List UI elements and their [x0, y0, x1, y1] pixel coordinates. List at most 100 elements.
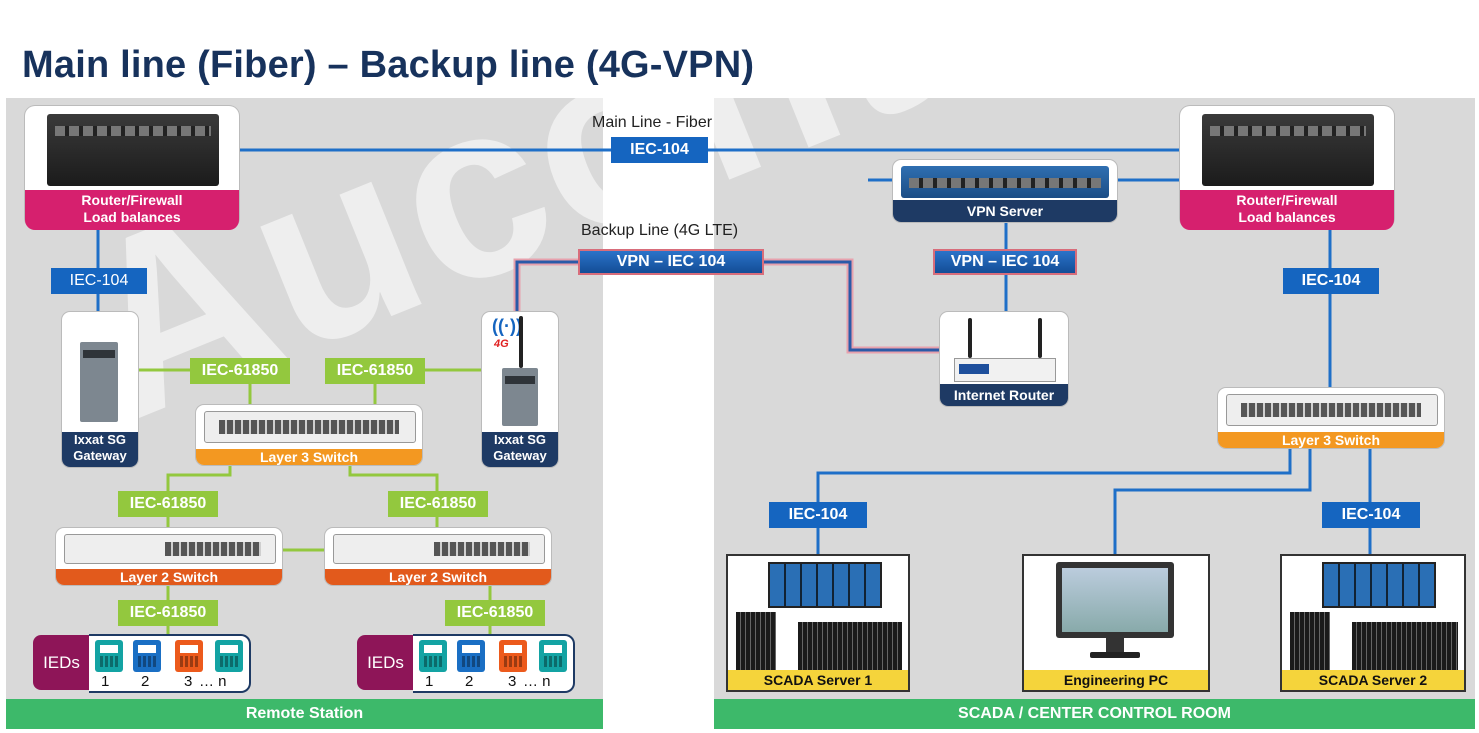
- l3-to-scada1: [816, 448, 1292, 556]
- gateway-left-label-line2: Gateway: [73, 448, 127, 463]
- remote-router-label-line2: Load balances: [83, 209, 181, 225]
- video-wall-icon: [1322, 562, 1436, 608]
- scada1-protocol-tag: IEC-104: [769, 502, 867, 528]
- backup-line: [515, 260, 940, 352]
- router-chassis-icon: [1202, 114, 1374, 186]
- center-router-label: Router/Firewall Load balances: [1180, 190, 1394, 230]
- control-room-footer: SCADA / CENTER CONTROL ROOM: [714, 699, 1475, 729]
- vpn-protocol-tag-left: VPN – IEC 104: [578, 249, 764, 275]
- switch-icon: [1226, 394, 1438, 426]
- ied-number: 2: [465, 673, 474, 690]
- ieds-tag-left: IEDs: [33, 635, 90, 690]
- router-chassis-icon: [47, 114, 219, 186]
- gateway-right-4g: ((·)) 4G Ixxat SG Gateway: [482, 312, 558, 467]
- l2-switch-left-label: Layer 2 Switch: [56, 569, 282, 585]
- backup-line-label: Backup Line (4G LTE): [581, 222, 739, 239]
- center-router-label-line1: Router/Firewall: [1236, 192, 1338, 208]
- switch-icon: [204, 411, 416, 443]
- center-l3-switch-label: Layer 3 Switch: [1218, 432, 1444, 448]
- scada-server-2: SCADA Server 2: [1280, 554, 1466, 692]
- ied-meter-icon: [133, 640, 161, 672]
- vpn-server: VPN Server: [893, 160, 1117, 222]
- ied-meter-icon: [419, 640, 447, 672]
- scada-server-1-label: SCADA Server 1: [728, 670, 908, 690]
- video-wall-icon: [768, 562, 882, 608]
- iec61850-tag: IEC-61850: [325, 358, 425, 384]
- 4g-badge: 4G: [494, 338, 509, 350]
- ied-number: … n: [523, 673, 551, 690]
- ied-number: 1: [101, 673, 110, 690]
- server-rack-icon: [1290, 612, 1330, 672]
- monitor-icon: [1056, 562, 1174, 638]
- remote-station-footer: Remote Station: [6, 699, 603, 729]
- remote-router-protocol-tag: IEC-104: [51, 268, 147, 294]
- scada2-protocol-tag: IEC-104: [1322, 502, 1420, 528]
- remote-router-label-line1: Router/Firewall: [81, 192, 183, 208]
- iec61850-tag: IEC-61850: [445, 600, 545, 626]
- gateway-right-label-line2: Gateway: [493, 448, 547, 463]
- iec61850-tag: IEC-61850: [118, 600, 218, 626]
- ieds-tag-right: IEDs: [357, 635, 414, 690]
- ied-number: 2: [141, 673, 150, 690]
- l3-to-engpc: [1113, 448, 1312, 556]
- iec61850-tag: IEC-61850: [118, 491, 218, 517]
- internet-router: Internet Router: [940, 312, 1068, 406]
- iec61850-tag: IEC-61850: [190, 358, 290, 384]
- vpn-protocol-tag-right: VPN – IEC 104: [933, 249, 1077, 275]
- ied-group-left: 1 2 3 … n: [89, 634, 251, 693]
- remote-router: Router/Firewall Load balances: [25, 106, 239, 230]
- center-router-label-line2: Load balances: [1238, 209, 1336, 225]
- switch-icon: [64, 534, 276, 564]
- l2-switch-right-label: Layer 2 Switch: [325, 569, 551, 585]
- main-line-label: Main Line - Fiber: [592, 114, 713, 131]
- gateway-device-icon: [80, 342, 118, 422]
- center-l3-switch: Layer 3 Switch: [1218, 388, 1444, 448]
- antenna-icon: [1038, 318, 1042, 358]
- engineering-pc-label: Engineering PC: [1024, 670, 1208, 690]
- backup-line-glow: [513, 258, 940, 354]
- ied-meter-icon: [95, 640, 123, 672]
- ied-meter-icon: [457, 640, 485, 672]
- ied-meter-icon: [539, 640, 567, 672]
- main-protocol-tag: IEC-104: [611, 137, 708, 163]
- ied-number: 3: [508, 673, 517, 690]
- remote-l3-switch-label: Layer 3 Switch: [196, 449, 422, 465]
- gateway-left-label-line1: Ixxat SG: [73, 432, 127, 447]
- gateway-right-label-line1: Ixxat SG: [493, 432, 547, 447]
- ied-group-right: 1 2 3 … n: [413, 634, 575, 693]
- ied-meter-icon: [215, 640, 243, 672]
- wifi-signal-icon: ((·)): [492, 316, 522, 336]
- ied-number: 3: [184, 673, 193, 690]
- engineering-pc: Engineering PC: [1022, 554, 1210, 692]
- ied-number: … n: [199, 673, 227, 690]
- ied-number: 1: [425, 673, 434, 690]
- monitor-base-icon: [1090, 652, 1140, 658]
- vpn-server-chassis-icon: [901, 166, 1109, 198]
- scada-server-1: SCADA Server 1: [726, 554, 910, 692]
- remote-l2-switch-right: Layer 2 Switch: [325, 528, 551, 585]
- server-rack-icon: [798, 622, 902, 672]
- remote-router-label: Router/Firewall Load balances: [25, 190, 239, 230]
- antenna-icon: [968, 318, 972, 358]
- ied-meter-icon: [499, 640, 527, 672]
- gateway-left-label: Ixxat SG Gateway: [62, 432, 138, 467]
- iec61850-tag: IEC-61850: [388, 491, 488, 517]
- server-rack-icon: [736, 612, 776, 672]
- page-title: Main line (Fiber) – Backup line (4G-VPN): [22, 44, 755, 86]
- gateway-device-icon: [502, 368, 538, 426]
- vpn-server-label: VPN Server: [893, 200, 1117, 222]
- server-rack-icon: [1352, 622, 1458, 672]
- remote-l2-switch-left: Layer 2 Switch: [56, 528, 282, 585]
- antenna-icon: [519, 316, 523, 368]
- center-router-protocol-tag: IEC-104: [1283, 268, 1379, 294]
- switch-icon: [333, 534, 545, 564]
- gateway-left: Ixxat SG Gateway: [62, 312, 138, 467]
- ied-meter-icon: [175, 640, 203, 672]
- internet-router-label: Internet Router: [940, 384, 1068, 406]
- scada-server-2-label: SCADA Server 2: [1282, 670, 1464, 690]
- router-body-icon: [954, 358, 1056, 382]
- remote-l3-switch: Layer 3 Switch: [196, 405, 422, 465]
- center-router: Router/Firewall Load balances: [1180, 106, 1394, 230]
- gateway-right-label: Ixxat SG Gateway: [482, 432, 558, 467]
